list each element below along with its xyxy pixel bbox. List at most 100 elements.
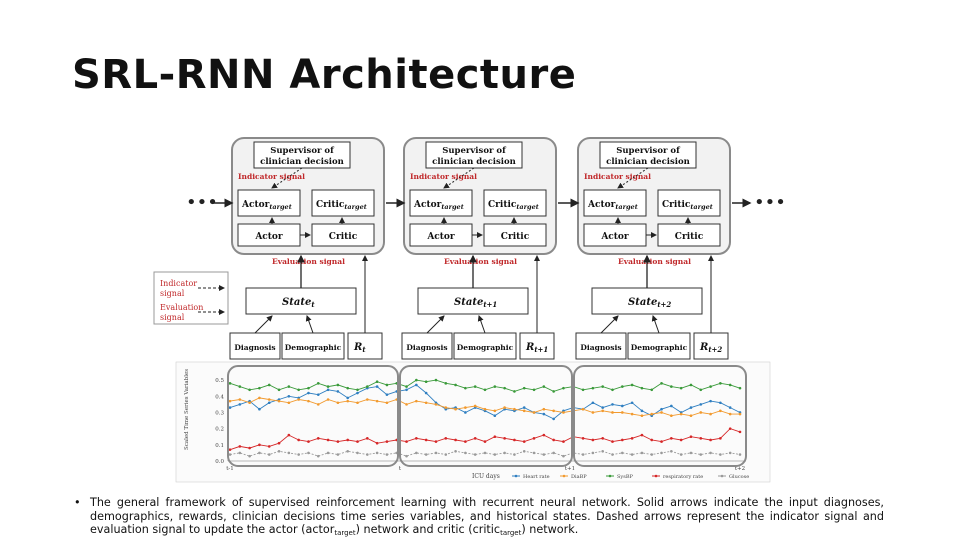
series-point-2 — [532, 388, 536, 392]
window-t — [227, 365, 399, 467]
series-point-1 — [473, 404, 477, 408]
legend-marker — [608, 474, 612, 478]
series-point-3 — [385, 440, 389, 443]
series-point-1 — [738, 412, 742, 416]
reward-box — [519, 332, 555, 360]
reward-text: R — [699, 342, 708, 353]
actor-target-label: Actortarget — [413, 200, 464, 211]
series-point-4 — [483, 451, 487, 455]
series-point-3 — [562, 440, 565, 443]
critic-box — [657, 223, 721, 247]
series-point-1 — [689, 414, 693, 417]
series-point-4 — [228, 453, 232, 456]
series-point-4 — [248, 454, 251, 458]
series-point-0 — [728, 406, 732, 409]
series-point-3 — [267, 445, 271, 448]
series-point-2 — [415, 378, 418, 382]
series-point-4 — [581, 453, 585, 456]
demographic-label: Demographic — [631, 343, 688, 352]
actor-target-sub: target — [269, 203, 291, 211]
actor-target-text: Actor — [413, 200, 442, 210]
demographic-box — [453, 332, 517, 360]
series-point-2 — [297, 388, 300, 392]
legend-marker — [514, 474, 518, 478]
series-point-3 — [660, 440, 663, 443]
reward-sub: t+2 — [708, 345, 722, 354]
series-point-4 — [366, 453, 369, 456]
series-point-1 — [493, 409, 497, 413]
series-point-4 — [552, 451, 555, 455]
series-point-1 — [415, 399, 418, 403]
chart-ylabel: Scaled Time Series Variables — [184, 369, 190, 450]
series-point-0 — [542, 412, 546, 416]
series-point-4 — [611, 453, 614, 456]
series-point-2 — [493, 385, 497, 388]
series-point-0 — [689, 406, 693, 409]
series-point-4 — [238, 451, 242, 455]
series-point-1 — [336, 401, 340, 405]
diagnosis-label: Diagnosis — [580, 343, 621, 352]
series-point-2 — [385, 383, 389, 387]
reward-box — [347, 332, 383, 360]
series-point-2 — [258, 386, 261, 390]
x-tick-label: t+2 — [735, 466, 745, 472]
series-point-2 — [513, 390, 516, 393]
series-point-3 — [532, 437, 536, 440]
series-point-4 — [513, 453, 516, 456]
actor-target-label: Actortarget — [587, 200, 638, 211]
actor-target-sub: target — [441, 203, 463, 211]
legend-indicator-1: Indicator — [160, 279, 197, 288]
series-point-3 — [405, 440, 408, 443]
state-sub: t — [311, 300, 315, 309]
series-point-0 — [699, 403, 703, 406]
series-point-1 — [650, 412, 654, 416]
series-point-0 — [424, 391, 428, 395]
series-point-1 — [258, 396, 261, 400]
series-point-2 — [473, 385, 477, 388]
series-point-0 — [346, 396, 349, 400]
series-point-2 — [542, 385, 546, 388]
series-point-3 — [611, 440, 614, 443]
series-point-1 — [728, 412, 732, 416]
critic-target-box — [657, 189, 721, 217]
series-point-1 — [670, 414, 673, 417]
caption-part-1: The general framework of supervised rein… — [90, 496, 884, 536]
series-point-4 — [689, 451, 693, 455]
diagnosis-arrow — [600, 315, 619, 334]
x-tick-label: t+1 — [565, 466, 575, 472]
legend-label: Glucose — [729, 474, 749, 480]
series-point-2 — [611, 388, 614, 392]
series-point-3 — [287, 433, 291, 437]
series-point-3 — [336, 440, 340, 443]
legend-marker — [654, 474, 658, 478]
series-point-2 — [405, 385, 408, 388]
series-point-2 — [503, 386, 506, 390]
series-point-2 — [689, 383, 693, 387]
series-point-2 — [307, 386, 310, 390]
series-point-3 — [258, 443, 261, 447]
series-point-3 — [522, 440, 526, 443]
demographic-arrow — [651, 315, 660, 334]
series-point-3 — [591, 438, 595, 442]
slide-title: SRL-RNN Architecture — [72, 52, 577, 98]
series-point-2 — [238, 385, 242, 388]
series-point-0 — [405, 388, 408, 392]
actor-target-box — [237, 189, 301, 217]
series-point-0 — [630, 401, 634, 405]
series-point-1 — [660, 411, 663, 414]
series-point-1 — [601, 409, 604, 413]
series-point-0 — [316, 393, 320, 396]
series-point-3 — [699, 437, 703, 440]
series-point-1 — [346, 399, 349, 403]
series-point-2 — [591, 386, 595, 390]
series-point-1 — [562, 411, 565, 414]
legend-label: DiaBP — [571, 474, 587, 480]
legend-indicator-2: signal — [160, 289, 185, 298]
supervisor-label-2: clinician decision — [606, 157, 690, 167]
series-point-3 — [483, 440, 487, 443]
series-point-2 — [621, 385, 624, 388]
series-point-3 — [709, 438, 712, 442]
